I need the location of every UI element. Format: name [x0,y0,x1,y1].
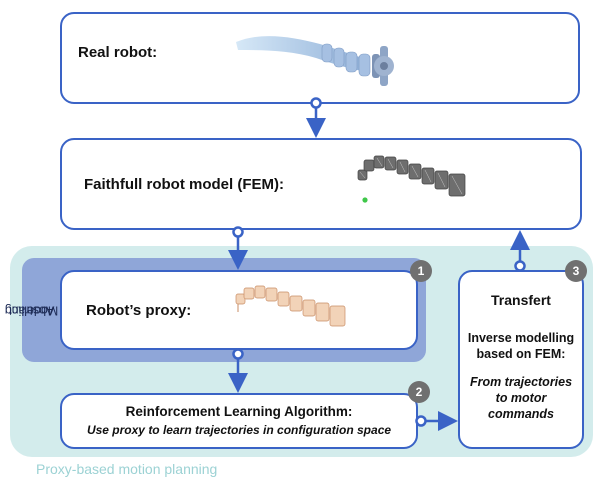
transfert-box: Transfert Inverse modelling based on FEM… [458,270,584,449]
transfert-line-2: based on FEM: [476,347,566,361]
fem-model-box: Faithfull robot model (FEM): [60,138,582,230]
proxy-box: Robot’s proxy: [60,270,418,350]
connector-dot-real [310,97,322,109]
connector-dot-proxy [232,348,244,360]
connector-dot-transfert [514,260,526,272]
rl-algorithm-box: Reinforcement Learning Algorithm: Use pr… [60,393,418,449]
rl-algorithm-subtitle: Use proxy to learn trajectories in confi… [86,423,392,437]
real-robot-label: Real robot: [78,44,158,61]
step-1-badge: 1 [410,260,432,282]
transfert-italic-1: From trajectories [469,375,573,389]
transfert-italic-2: to motor [495,391,547,405]
transfert-italic-3: commands [488,407,554,421]
step-2-badge: 2 [408,381,430,403]
fem-mesh-image [357,155,466,203]
proxy-mesh-image [235,285,346,327]
transfert-title: Transfert [491,292,551,308]
rl-algorithm-title: Reinforcement Learning Algorithm: [125,404,353,419]
connector-dot-fem [232,226,244,238]
connector-dot-rl [415,415,427,427]
real-robot-image [236,36,394,86]
fem-model-label: Faithfull robot model (FEM): [84,176,284,193]
proxy-planning-label: Proxy-based motion planning [36,461,218,477]
real-robot-box: Real robot: [60,12,580,104]
step-3-badge: 3 [565,260,587,282]
proxy-label: Robot’s proxy: [86,302,192,319]
transfert-line-1: Inverse modelling [467,331,575,345]
